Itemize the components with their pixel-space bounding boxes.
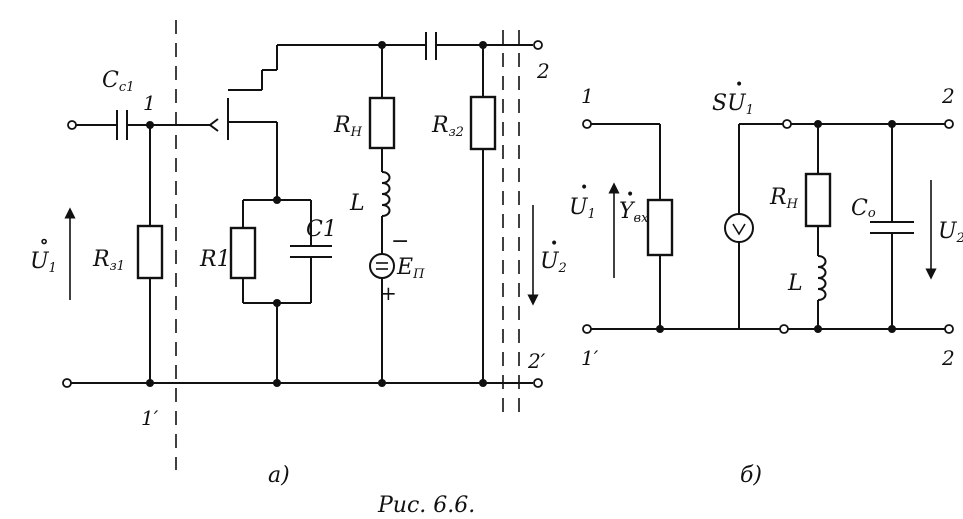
svg-text:U2: U2 <box>540 249 567 276</box>
svg-text:•: • <box>626 187 634 203</box>
r-output-terminal-top <box>944 119 954 129</box>
label-rn: R <box>333 113 351 138</box>
r-output-terminal-bottom <box>944 324 954 334</box>
figure-caption: Рис. 6.6. <box>377 493 475 518</box>
svg-text:U1: U1 <box>569 195 596 222</box>
admittance-yvx <box>646 198 674 257</box>
resistor-rz1 <box>136 224 164 280</box>
label-node-1: 1 <box>143 91 156 115</box>
r-label-node-1: 1 <box>581 84 594 108</box>
resistor-r1 <box>229 226 257 280</box>
r-label-u2-sub: 2 <box>956 231 963 246</box>
r-label-c0-sub: o <box>868 206 876 221</box>
svg-text:•: • <box>40 235 48 251</box>
left-circuit: Cc1 1 1′ Rз1 R1 C1 RН L EП − + Rз2 2 2′ … <box>30 20 567 488</box>
input-terminal <box>67 120 77 130</box>
svg-text:U2: U2 <box>938 219 963 246</box>
label-rz2: R <box>431 113 449 138</box>
svg-text:Rз1: Rз1 <box>92 247 125 274</box>
output-terminal-bottom <box>533 378 543 388</box>
resistor-rn-equivalent <box>804 172 832 228</box>
inductor-l <box>381 171 391 217</box>
label-out-2: 2 <box>536 59 550 83</box>
r-label-su1: SU <box>712 91 747 116</box>
svg-text:SU1: SU1 <box>712 91 754 118</box>
svg-text:RН: RН <box>333 113 363 140</box>
svg-text:•: • <box>735 77 743 93</box>
r-label-out-2: 2 <box>941 84 955 108</box>
label-rz2-sub: з2 <box>449 125 464 140</box>
label-c1: C1 <box>306 217 337 242</box>
label-cc1: C <box>102 68 119 93</box>
r-label-u1: U <box>569 195 589 220</box>
label-inductor-l: L <box>349 191 365 216</box>
svg-text:EП: EП <box>396 255 425 282</box>
label-u1: U <box>30 249 50 274</box>
label-minus: − <box>391 229 409 254</box>
caption-b: б) <box>740 463 762 488</box>
resistor-rn <box>368 96 396 150</box>
label-out-2-prime: 2′ <box>527 349 546 373</box>
r-node-bottom <box>779 324 789 334</box>
r-input-terminal-bottom <box>582 324 592 334</box>
r-label-yvx-sub: вх <box>634 211 650 226</box>
svg-text:Yвх: Yвх <box>619 199 649 226</box>
label-rz1-sub: з1 <box>110 259 125 274</box>
label-u1-sub: 1 <box>49 261 57 276</box>
voltage-source-ep <box>369 253 395 279</box>
label-rz1: R <box>92 247 110 272</box>
r-label-yvx: Y <box>619 199 636 224</box>
svg-text:•: • <box>580 180 588 196</box>
svg-text:Rз2: Rз2 <box>431 113 464 140</box>
label-ep: E <box>396 255 413 280</box>
caption-a: а) <box>268 463 290 488</box>
current-source-icon <box>724 213 754 243</box>
svg-text:Co: Co <box>851 196 876 221</box>
input-terminal-bottom <box>62 378 72 388</box>
label-r1: R1 <box>199 247 231 272</box>
r-label-out-2-bottom: 2 <box>941 346 955 370</box>
r-label-c0: C <box>851 196 868 221</box>
right-circuit: 1 1′ U1 • Yвх • SU1 • RН L Co 2 2 U2 б) <box>569 77 963 488</box>
label-ep-sub: П <box>412 267 425 282</box>
r-label-rn-sub: Н <box>786 197 799 212</box>
r-label-rn: R <box>769 185 787 210</box>
label-node-1-prime: 1′ <box>141 406 159 430</box>
label-plus: + <box>380 281 397 305</box>
r-node-top <box>782 119 792 129</box>
resistor-rz2 <box>469 95 497 151</box>
svg-text:•: • <box>550 236 558 252</box>
label-cc1-sub: c1 <box>119 80 135 95</box>
r-label-inductor-l: L <box>787 271 803 296</box>
r-label-u2: U <box>938 219 958 244</box>
r-label-u1-sub: 1 <box>588 207 596 222</box>
label-u2-sub: 2 <box>558 261 567 276</box>
label-u2: U <box>540 249 560 274</box>
svg-text:Cc1: Cc1 <box>102 68 134 95</box>
label-rn-sub: Н <box>350 125 363 140</box>
svg-text:U1: U1 <box>30 249 57 276</box>
svg-text:RН: RН <box>769 185 799 212</box>
r-input-terminal-top <box>582 119 592 129</box>
inductor-l-equivalent <box>817 255 827 301</box>
r-label-su1-sub: 1 <box>746 103 754 118</box>
output-terminal-top <box>533 40 543 50</box>
gate-arrow-icon <box>208 118 219 132</box>
r-label-node-1-prime: 1′ <box>581 346 599 370</box>
